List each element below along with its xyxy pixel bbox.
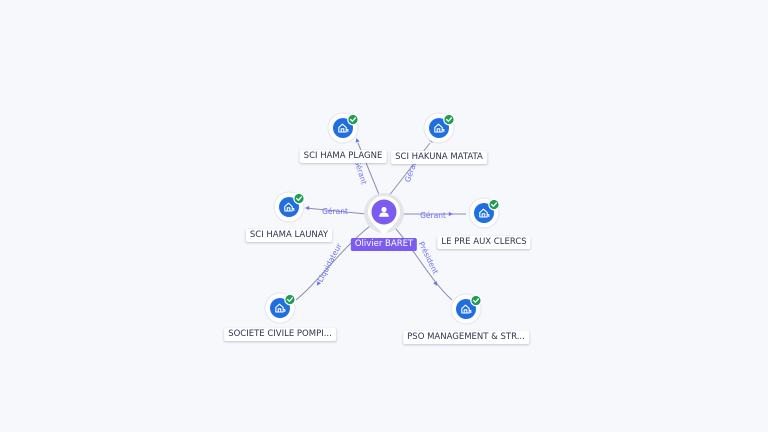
edge-label-sci-hama-launay: Gérant [322, 207, 348, 216]
building-icon [338, 123, 349, 133]
check-badge-icon [470, 294, 482, 307]
building-icon [461, 304, 472, 314]
edge-label-societe-civile-pompi: Liquidateur [316, 241, 344, 284]
company-node-pso-management[interactable] [450, 293, 482, 325]
edge-societe-civile-pompi [295, 225, 371, 301]
edge-arrow-icon [355, 137, 360, 143]
center-person-label[interactable]: Olivier BARET [350, 238, 418, 251]
company-label-sci-hakuna-matata[interactable]: SCI HAKUNA MATATA [391, 151, 487, 164]
edge-arrow-icon [433, 281, 438, 286]
check-badge-icon [347, 113, 359, 126]
check-badge-icon [293, 192, 305, 205]
company-node-sci-hama-plagne[interactable] [327, 112, 359, 144]
company-node-sci-hakuna-matata[interactable] [423, 112, 455, 144]
company-label-pso-management[interactable]: PSO MANAGEMENT & STR... [403, 331, 529, 344]
edge-sci-hama-launay [305, 207, 367, 215]
company-node-le-pre-aux-clercs[interactable] [468, 197, 500, 229]
company-node-societe-civile-pompi[interactable] [264, 292, 296, 324]
building-icon [284, 202, 295, 212]
company-label-societe-civile-pompi[interactable]: SOCIETE CIVILE POMPI... [224, 328, 336, 341]
building-icon [479, 208, 490, 218]
edge-pso-management [394, 227, 453, 301]
company-node-sci-hama-launay[interactable] [273, 191, 305, 223]
edge-label-le-pre-aux-clercs: Gérant [420, 211, 446, 220]
building-icon [275, 303, 286, 313]
company-label-sci-hama-launay[interactable]: SCI HAMA LAUNAY [245, 229, 333, 242]
building-icon [434, 123, 445, 133]
company-nodes [264, 112, 500, 325]
check-badge-icon [488, 198, 500, 211]
check-badge-icon [284, 293, 296, 306]
company-label-sci-hama-plagne[interactable]: SCI HAMA PLAGNE [299, 150, 387, 163]
edge-arrow-icon [316, 281, 321, 286]
company-label-le-pre-aux-clercs[interactable]: LE PRE AUX CLERCS [437, 236, 531, 249]
person-icon [379, 206, 389, 217]
center-person-node[interactable] [364, 193, 404, 235]
edge-arrow-icon [304, 206, 310, 210]
edge-arrow-icon [448, 212, 454, 216]
check-badge-icon [443, 113, 455, 126]
